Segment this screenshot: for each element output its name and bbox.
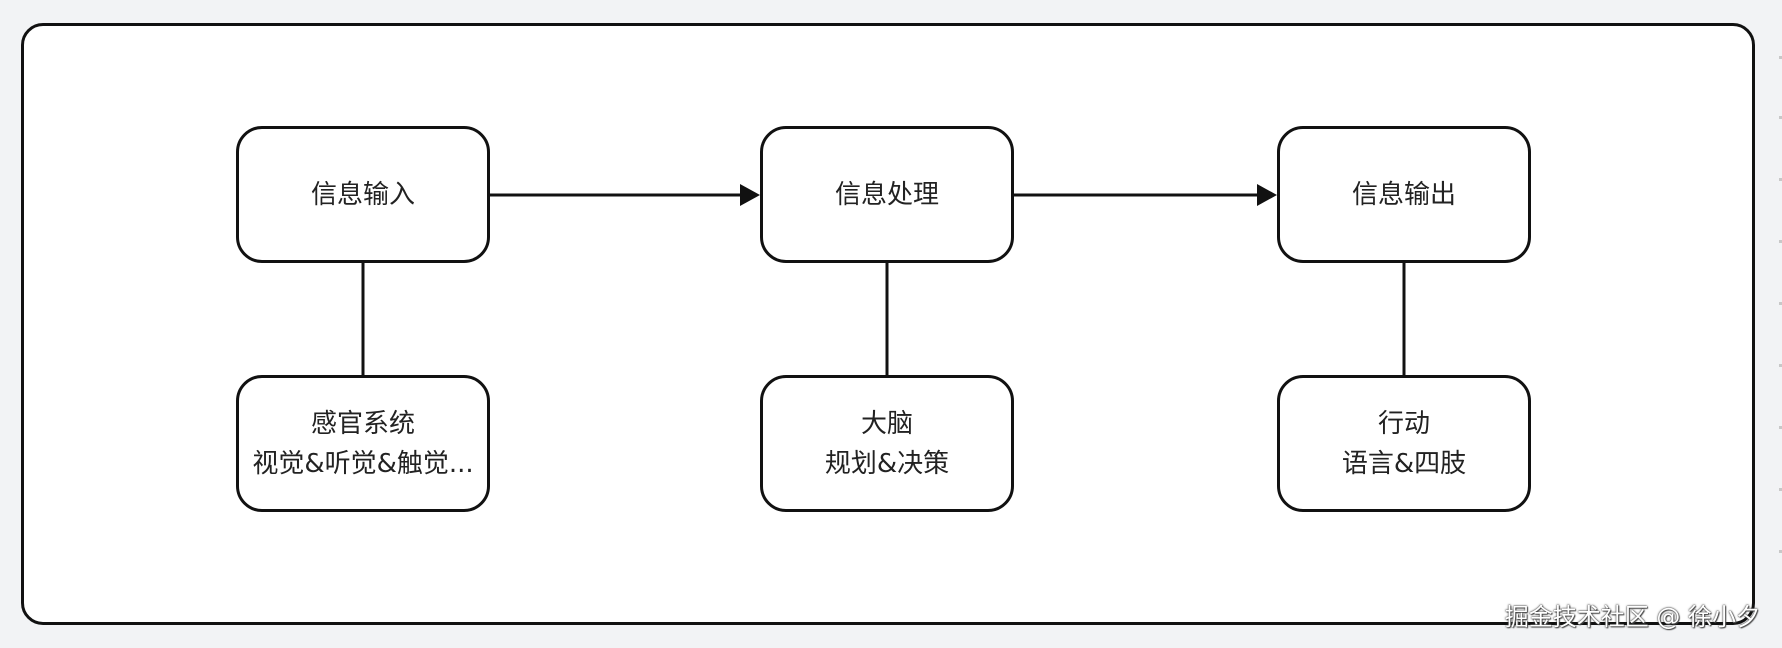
node-title: 大脑 [860,408,913,439]
node-title: 感官系统 [310,408,415,439]
diagram-canvas [21,23,1755,625]
node-label: 信息处理 [834,179,939,210]
node-subtitle: 规划&决策 [824,448,950,479]
node-information-processing[interactable]: 信息处理 [760,126,1014,263]
node-subtitle: 视觉&听觉&触觉... [252,448,474,479]
node-label: 信息输入 [310,179,415,210]
node-subtitle: 语言&四肢 [1341,448,1467,479]
node-sensory-system[interactable]: 感官系统 视觉&听觉&触觉... [236,375,490,512]
edge-ruler-dots [1778,0,1782,648]
node-information-output[interactable]: 信息输出 [1277,126,1531,263]
node-action[interactable]: 行动 语言&四肢 [1277,375,1531,512]
node-title: 行动 [1377,408,1430,439]
watermark: 掘金技术社区 @ 徐小夕 [1504,603,1760,631]
node-information-input[interactable]: 信息输入 [236,126,490,263]
node-brain[interactable]: 大脑 规划&决策 [760,375,1014,512]
node-label: 信息输出 [1351,179,1456,210]
